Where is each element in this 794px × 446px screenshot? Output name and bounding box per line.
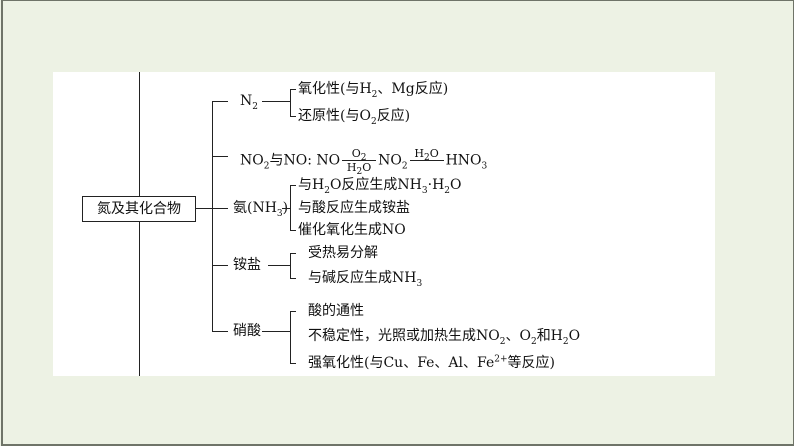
main-bracket	[212, 101, 213, 332]
diagram-panel	[53, 72, 715, 376]
reaction-arrow: H2O	[409, 148, 444, 173]
connector	[290, 363, 296, 364]
connector	[262, 331, 290, 332]
connector	[282, 208, 290, 209]
bracket	[290, 185, 291, 231]
connector	[290, 278, 296, 279]
bracket	[290, 311, 291, 364]
left-rule	[139, 72, 140, 376]
leaf: 与酸反应生成铵盐	[298, 200, 410, 216]
root-node: 氮及其化合物	[82, 196, 196, 222]
connector	[290, 185, 296, 186]
leaf: 催化氧化生成NO	[298, 222, 406, 238]
connector	[212, 101, 228, 102]
leaf: 强氧化性(与Cu、Fe、Al、Fe2+等反应)	[308, 354, 555, 371]
connector	[290, 116, 296, 117]
connector	[212, 331, 228, 332]
connector	[268, 265, 290, 266]
leaf: 与碱反应生成NH3	[308, 270, 423, 289]
connector	[195, 208, 212, 209]
connector	[212, 265, 228, 266]
connector	[290, 230, 296, 231]
node-nh3: 氨(NH3)	[233, 200, 288, 219]
connector	[212, 208, 228, 209]
bracket	[290, 89, 291, 117]
connector	[290, 89, 296, 90]
connector	[212, 156, 228, 157]
leaf: 不稳定性，光照或加热生成NO2、O2和H2O	[308, 328, 581, 347]
leaf: 酸的通性	[308, 303, 364, 319]
node-n2: N2	[240, 93, 258, 112]
leaf: 氧化性(与H2、Mg反应)	[298, 81, 449, 100]
bracket	[290, 253, 291, 279]
leaf: 受热易分解	[308, 245, 378, 261]
leaf: 与H2O反应生成NH3·H2O	[298, 177, 462, 196]
node-hno3: 硝酸	[233, 323, 261, 339]
connector	[262, 101, 290, 102]
connector	[290, 253, 296, 254]
leaf: 还原性(与O2反应)	[298, 108, 411, 127]
node-ammonium: 铵盐	[233, 257, 261, 273]
connector	[290, 311, 296, 312]
